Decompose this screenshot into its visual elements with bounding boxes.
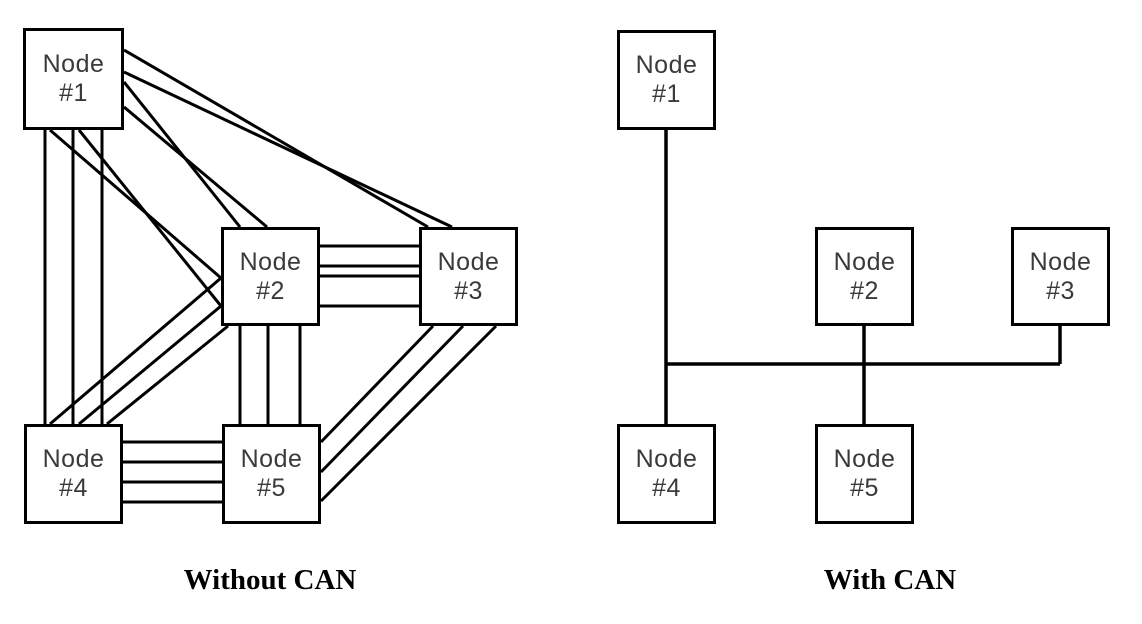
wire-segment-left [49,276,222,426]
node-box-right-2: Node#2 [815,227,914,326]
node-label: Node [437,247,500,276]
node-label: Node [42,50,105,78]
wire-segment-left [319,324,435,444]
node-box-right-4: Node#4 [617,424,716,524]
node-label: Node [42,445,105,473]
caption-without-can: Without CAN [183,564,357,596]
wire-segment-left [49,128,222,280]
node-number: #1 [59,79,88,107]
wire-segment-left [123,48,429,229]
node-label: Node [635,445,698,473]
node-number: #1 [652,80,681,108]
wire-segment-left [319,324,465,474]
wire-segment-left [123,105,268,229]
node-box-left-1: Node#1 [23,28,124,130]
node-label: Node [635,51,698,79]
node-number: #2 [256,276,285,305]
wire-segment-left [123,70,453,229]
node-number: #2 [850,276,879,305]
node-number: #3 [454,276,483,305]
node-box-left-2: Node#2 [221,227,320,326]
node-box-right-3: Node#3 [1011,227,1110,326]
node-box-left-5: Node#5 [222,424,321,524]
wire-segment-left [106,324,229,426]
node-number: #5 [257,474,286,502]
node-label: Node [1029,247,1092,276]
node-number: #4 [59,474,88,502]
node-label: Node [833,445,896,473]
node-box-right-5: Node#5 [815,424,914,524]
node-box-left-4: Node#4 [24,424,123,524]
node-label: Node [833,247,896,276]
node-number: #5 [850,474,879,502]
node-box-right-1: Node#1 [617,30,716,130]
node-box-left-3: Node#3 [419,227,518,326]
node-number: #3 [1046,276,1075,305]
node-label: Node [239,247,302,276]
node-number: #4 [652,474,681,502]
wire-segment-left [78,304,222,426]
wire-segment-left [319,324,498,503]
node-label: Node [240,445,303,473]
caption-with-can: With CAN [823,564,957,596]
wire-segment-left [77,129,223,307]
